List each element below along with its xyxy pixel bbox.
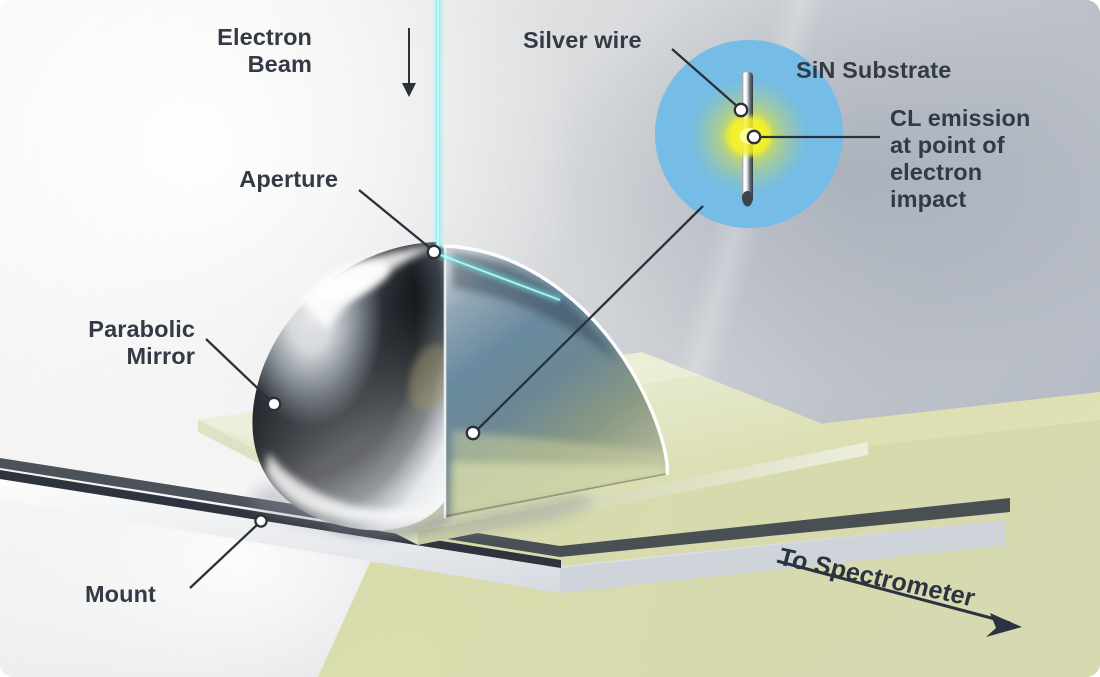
dot-cl-emission xyxy=(746,129,762,145)
callout-dots xyxy=(254,102,762,528)
dot-silver-wire xyxy=(733,102,749,118)
electron-beam-reflection xyxy=(436,250,562,304)
leader-mount xyxy=(189,523,259,589)
leader-silver-wire xyxy=(671,48,739,108)
dot-mount xyxy=(254,514,268,528)
label-aperture: Aperture xyxy=(239,166,338,192)
label-sin-substrate: SiN Substrate xyxy=(796,57,952,83)
dot-sin-substrate xyxy=(465,425,481,441)
label-parabolic-mirror: Parabolic Mirror xyxy=(88,316,195,369)
dot-parabolic-mirror xyxy=(266,396,282,412)
electron-beam-upper xyxy=(433,0,444,256)
dot-aperture xyxy=(426,244,442,260)
leader-aperture xyxy=(358,189,431,249)
label-mount: Mount xyxy=(85,581,156,607)
label-silver-wire: Silver wire xyxy=(523,27,642,53)
callout-leaders xyxy=(189,48,880,589)
to-spectrometer-arrow xyxy=(776,559,1022,637)
leader-sin-substrate xyxy=(477,205,704,430)
label-cl-emission: CL emission at point of electron impact xyxy=(890,105,1031,212)
leader-parabolic-mirror xyxy=(205,338,271,401)
electron-beam-direction-arrow-icon xyxy=(402,28,416,97)
label-electron-beam: Electron Beam xyxy=(217,24,312,77)
parabolic-mirror xyxy=(250,242,669,540)
